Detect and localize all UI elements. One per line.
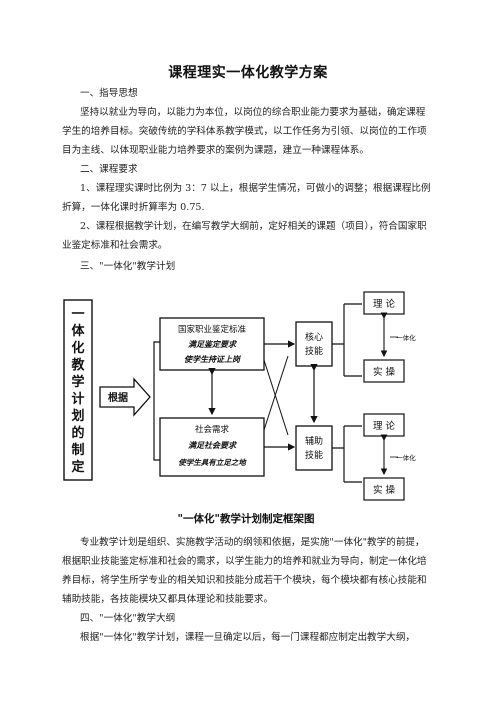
section-heading-2: 二、课程要求 — [80, 164, 138, 175]
brace-lower — [153, 400, 160, 461]
theory-label: 理 论 — [373, 298, 396, 310]
section-heading-3: 三、"一体化"教学计划 — [80, 261, 176, 272]
practice-label: 实 操 — [373, 484, 396, 496]
social-need-title: 社会需求 — [195, 424, 230, 435]
teaching-plan-diagram: 一体化教学计划的制定 根据 国家职业鉴定标准 满足鉴定要求 使学生持证上岗 社会… — [62, 290, 430, 530]
plan-title-char: 教 — [70, 357, 85, 373]
paragraph-line: 根据"一体化"教学计划，课程一旦确定以后，每一门课程都应制定出教学大纲， — [80, 632, 416, 643]
plan-title-char: 一 — [71, 307, 84, 322]
practice-box — [363, 477, 405, 501]
paragraph-line: 2、课程根据教学计划，在编写教学大纲前，定好相关的课题（项目），符合国家职 — [80, 221, 427, 232]
integration-label: 一体化 — [396, 453, 416, 462]
basis-label: 根据 — [108, 391, 128, 404]
basis-arrow — [99, 377, 151, 417]
plan-title-char: 学 — [71, 374, 84, 390]
theory-label: 理 论 — [373, 420, 396, 432]
core-skill-text: 技能 — [305, 345, 323, 357]
national-standard-box — [159, 317, 265, 371]
plan-title-char: 体 — [71, 323, 85, 339]
plan-title-char: 化 — [71, 340, 84, 356]
aux-bracket — [332, 425, 362, 483]
paragraph-line: 业鉴定标准和社会需求。 — [62, 240, 168, 251]
paragraph-line: 坚持以就业为导向，以能力为本位，以岗位的综合职业能力要求为基础，确定课程 — [80, 107, 426, 118]
paragraph-line: 辅助技能，各技能模块又都具体理论和技能要求。 — [62, 594, 274, 605]
plan-title-char: 划 — [71, 408, 84, 424]
social-need-line1: 满足社会要求 — [188, 441, 238, 450]
plan-title-char: 的 — [71, 425, 84, 441]
core-skill-text: 核心 — [305, 331, 323, 343]
aux-skill-text: 辅助 — [305, 435, 323, 447]
section-heading-1: 一、指导思想 — [80, 88, 138, 99]
paragraph-line: 目为主线、以体现职业能力培养要求的案例为课题，建立一种课程体系。 — [62, 145, 369, 156]
paragraph-line: 折算，一体化课时折算率为 0.75. — [62, 202, 205, 213]
paragraph-line: 养目标，将学生所学专业的相关知识和技能分成若干个模块，每个模块都有核心技能和 — [62, 575, 427, 586]
brace-upper — [153, 341, 160, 400]
national-standard-line2: 使学生持证上岗 — [184, 354, 241, 364]
paragraph-line: 1、课程理实课时比例为 3：7 以上，根据学生情况，可做小的调整；根据课程比例 — [80, 183, 431, 194]
document-title: 课程理实一体化教学方案 — [168, 65, 328, 81]
practice-box — [363, 359, 405, 383]
social-need-line2: 使学生具有立足之地 — [178, 458, 247, 467]
section-heading-4: 四、"一体化"教学大纲 — [80, 613, 176, 624]
paragraph-line: 学生的培养目标。突破传统的学科体系教学模式，以工作任务为引领、以岗位的工作项 — [62, 126, 427, 137]
national-standard-title: 国家职业鉴定标准 — [178, 324, 247, 335]
integration-label: 一体化 — [396, 333, 416, 342]
plan-title-box — [63, 299, 93, 481]
practice-label: 实 操 — [373, 366, 396, 378]
paragraph-line: 专业教学计划是组织、实施教学活动的纲领和依据，是实施"一体化"教学的前提， — [80, 537, 425, 548]
connector-line — [263, 355, 289, 431]
plan-title-char: 制 — [71, 442, 84, 458]
connector-line — [263, 359, 289, 436]
core-bracket — [332, 303, 362, 377]
diagram-caption: "一体化"教学计划制定框架图 — [178, 512, 315, 525]
plan-title-char: 定 — [70, 459, 84, 475]
aux-skill-text: 技能 — [305, 449, 323, 461]
national-standard-line1: 满足鉴定要求 — [188, 340, 238, 349]
plan-title-char: 计 — [71, 391, 84, 407]
core-skill-box — [295, 321, 333, 367]
paragraph-line: 根据职业技能鉴定标准和社会的需求，以学生能力的培养和就业为导向，制定一体化培 — [62, 556, 427, 567]
aux-skill-box — [295, 425, 333, 471]
